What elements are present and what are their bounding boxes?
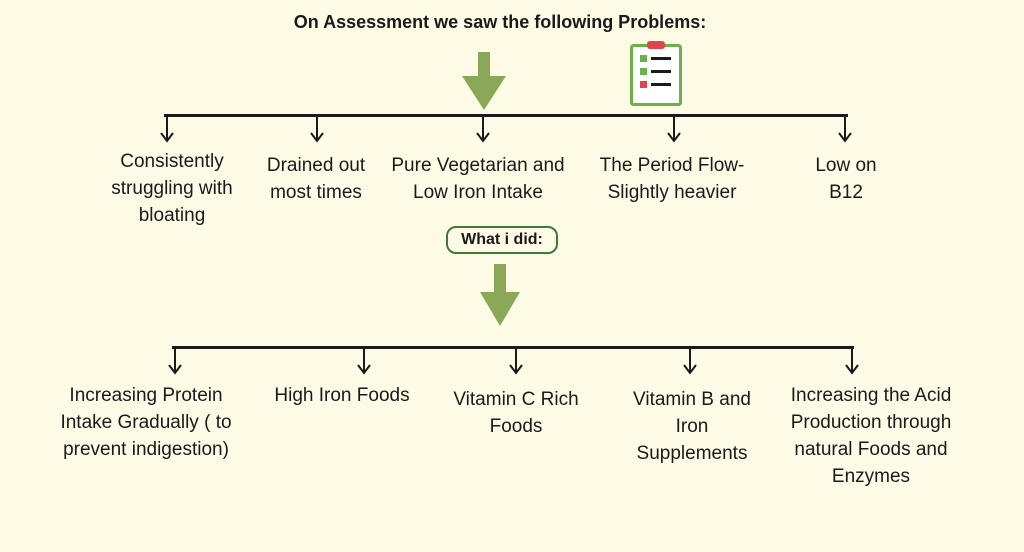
- small-down-arrow-icon: [683, 348, 697, 375]
- action-item: High Iron Foods: [274, 385, 410, 406]
- middle-down-arrow-icon: [480, 264, 520, 326]
- small-down-arrow-icon: [845, 348, 859, 375]
- small-down-arrow-icon: [357, 348, 371, 375]
- top-down-arrow-icon: [462, 52, 506, 110]
- small-down-arrow-icon: [160, 116, 174, 143]
- top-connector-line: [164, 114, 848, 117]
- small-down-arrow-icon: [310, 116, 324, 143]
- small-down-arrow-icon: [476, 116, 490, 143]
- small-down-arrow-icon: [509, 348, 523, 375]
- bottom-connector-line: [172, 346, 854, 349]
- problem-item: The Period Flow-Slightly heavier: [599, 155, 745, 203]
- small-down-arrow-icon: [168, 348, 182, 375]
- diagram-title: On Assessment we saw the following Probl…: [293, 12, 707, 32]
- what-i-did-label: What i did:: [446, 226, 558, 254]
- small-down-arrow-icon: [838, 116, 852, 143]
- clipboard-checklist-icon: [630, 41, 682, 106]
- small-down-arrow-icon: [667, 116, 681, 143]
